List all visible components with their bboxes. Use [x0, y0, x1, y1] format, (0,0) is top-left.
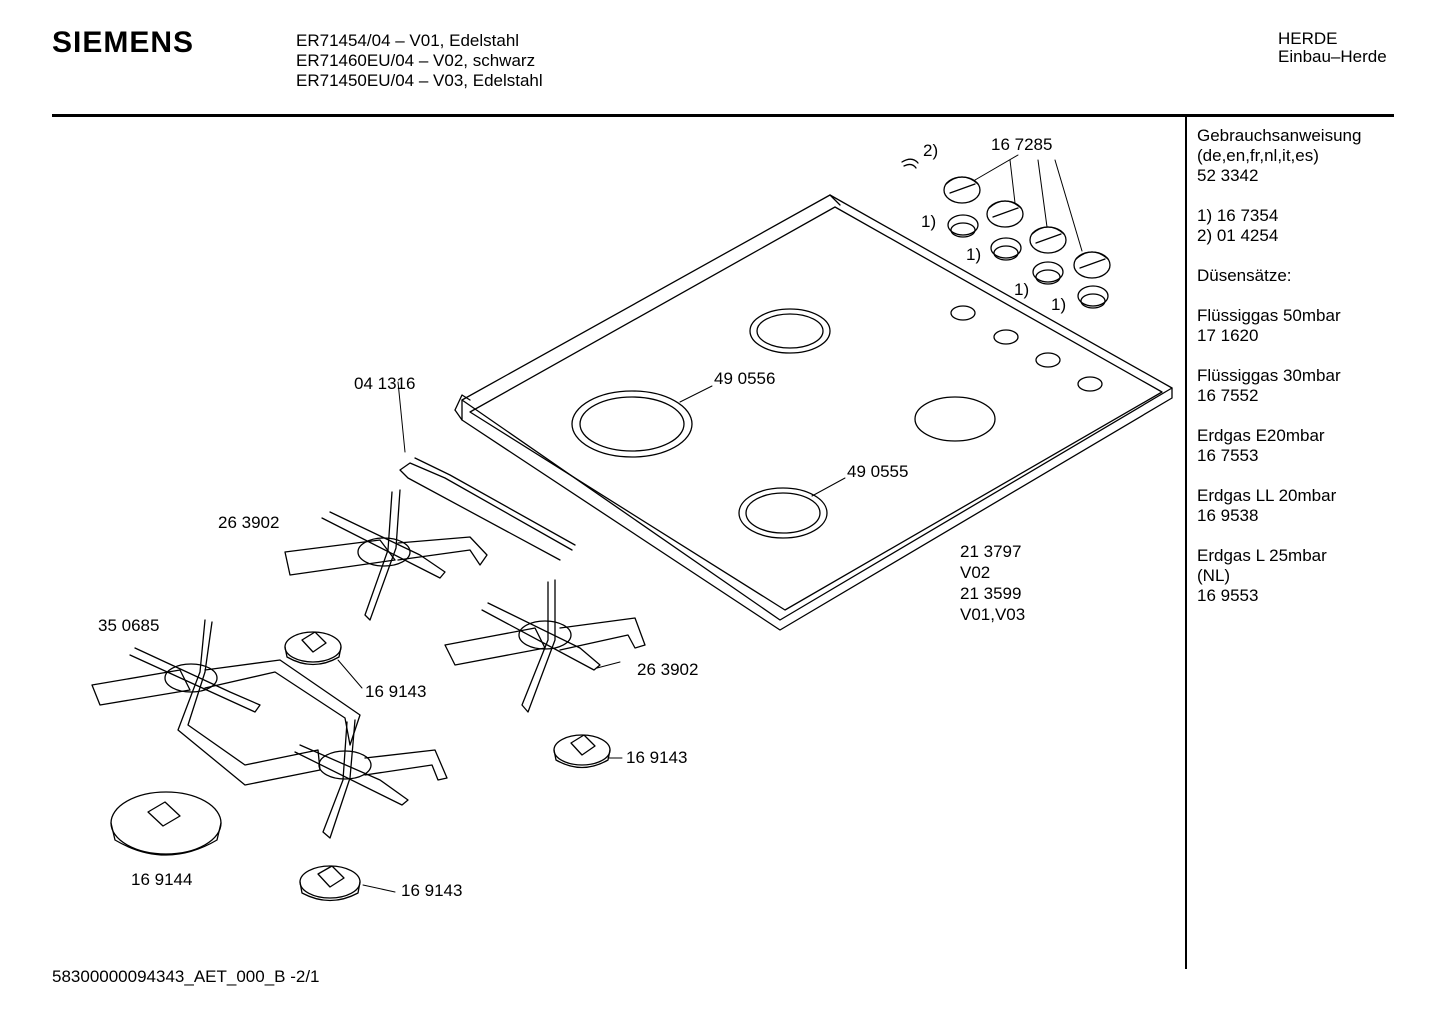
burner-hole-front-left-large	[571, 390, 693, 458]
nozzle-region: (NL)	[1197, 566, 1231, 585]
knob-rings	[947, 214, 1109, 309]
label-ring-small: 49 0555	[847, 462, 909, 481]
category-subtitle: Einbau–Herde	[1278, 47, 1387, 66]
label-hob-v02-variant: V02	[960, 563, 991, 582]
brand-logo: SIEMENS	[52, 26, 195, 59]
burner-cap-b	[553, 734, 623, 769]
knob-holes	[950, 305, 1103, 392]
notes: 1) 16 7354 2) 01 4254	[1197, 206, 1361, 246]
manual-number: 52 3342	[1197, 166, 1259, 185]
knob	[1073, 251, 1111, 279]
label-ring: 1)	[921, 212, 937, 231]
burner-cap-a	[284, 631, 363, 689]
nozzle-number: 16 7552	[1197, 386, 1259, 405]
sidebar: Gebrauchsanweisung (de,en,fr,nl,it,es) 5…	[1197, 126, 1361, 626]
knob	[1029, 226, 1067, 254]
label-pan-support-double: 35 0685	[98, 616, 160, 635]
label-burner-cap: 16 9143	[365, 682, 427, 701]
label-burner-cap-large: 16 9144	[131, 870, 193, 889]
note-2: 2) 01 4254	[1197, 226, 1279, 245]
nozzle-gas: Erdgas L 25mbar	[1197, 546, 1327, 565]
nozzle-gas: Flüssiggas 50mbar	[1197, 306, 1341, 325]
label-ring: 1)	[1014, 280, 1030, 299]
label-knob-clip: 2)	[923, 141, 939, 160]
document-code: 58300000094343_AET_000_B -2/1	[52, 967, 320, 986]
note-1: 1) 16 7354	[1197, 206, 1279, 225]
model-line: ER71460EU/04 – V02, schwarz	[296, 51, 536, 70]
sidebar-divider	[1185, 117, 1187, 969]
label-ring: 1)	[966, 245, 982, 264]
label-ring-large: 49 0556	[714, 369, 776, 388]
model-line: ER71450EU/04 – V03, Edelstahl	[296, 71, 543, 90]
label-hob-v01-variant: V01,V03	[960, 605, 1026, 624]
label-knob: 16 7285	[991, 135, 1053, 154]
category: HERDE Einbau–Herde	[1278, 30, 1387, 66]
knobs	[901, 154, 1111, 279]
nozzle-gas: Erdgas LL 20mbar	[1197, 486, 1337, 505]
pan-support-right	[444, 579, 646, 713]
knob-clip	[901, 158, 919, 169]
nozzle-number: 16 9538	[1197, 506, 1259, 525]
label-ring: 1)	[1051, 295, 1067, 314]
knob	[986, 200, 1024, 228]
pan-support-double	[91, 619, 448, 839]
category-title: HERDE	[1278, 29, 1338, 48]
leader-lines	[679, 385, 846, 497]
label-pan-support-left: 26 3902	[218, 513, 280, 532]
nozzle-gas: Erdgas E20mbar	[1197, 426, 1325, 445]
burner-cap-large	[110, 791, 222, 856]
label-seal: 04 1316	[354, 374, 416, 393]
nozzle-number: 16 7553	[1197, 446, 1259, 465]
pan-support-left	[284, 489, 488, 621]
hob-plate	[454, 194, 1173, 631]
header-divider	[52, 114, 1394, 117]
nozzle-set: Erdgas E20mbar 16 7553	[1197, 426, 1361, 466]
nozzle-title: Düsensätze:	[1197, 266, 1292, 285]
label-hob-v01: 21 3599	[960, 584, 1022, 603]
nozzle-set: Flüssiggas 30mbar 16 7552	[1197, 366, 1361, 406]
knob	[943, 176, 981, 204]
burner-hole-front-small	[738, 487, 828, 539]
burner-hole-right	[914, 396, 996, 442]
label-burner-cap: 16 9143	[626, 748, 688, 767]
burner-cap-c	[299, 865, 396, 902]
burner-hole-rear-left	[749, 308, 831, 354]
model-line: ER71454/04 – V01, Edelstahl	[296, 31, 520, 50]
nozzle-number: 16 9553	[1197, 586, 1259, 605]
label-pan-support-right: 26 3902	[637, 660, 699, 679]
nozzle-set: Erdgas LL 20mbar 16 9538	[1197, 486, 1361, 526]
manual-title: Gebrauchsanweisung	[1197, 126, 1362, 145]
nozzle-set: Erdgas L 25mbar (NL) 16 9553	[1197, 546, 1361, 606]
manual-info: Gebrauchsanweisung (de,en,fr,nl,it,es) 5…	[1197, 126, 1361, 186]
nozzle-gas: Flüssiggas 30mbar	[1197, 366, 1341, 385]
model-list: ER71454/04 – V01, Edelstahl ER71460EU/04…	[296, 31, 543, 91]
label-burner-cap: 16 9143	[401, 881, 463, 900]
nozzle-number: 17 1620	[1197, 326, 1259, 345]
burner-holes	[571, 308, 996, 539]
seal-strip	[397, 381, 576, 561]
nozzle-set: Flüssiggas 50mbar 17 1620	[1197, 306, 1361, 346]
label-hob-v02: 21 3797	[960, 542, 1022, 561]
manual-langs: (de,en,fr,nl,it,es)	[1197, 146, 1319, 165]
